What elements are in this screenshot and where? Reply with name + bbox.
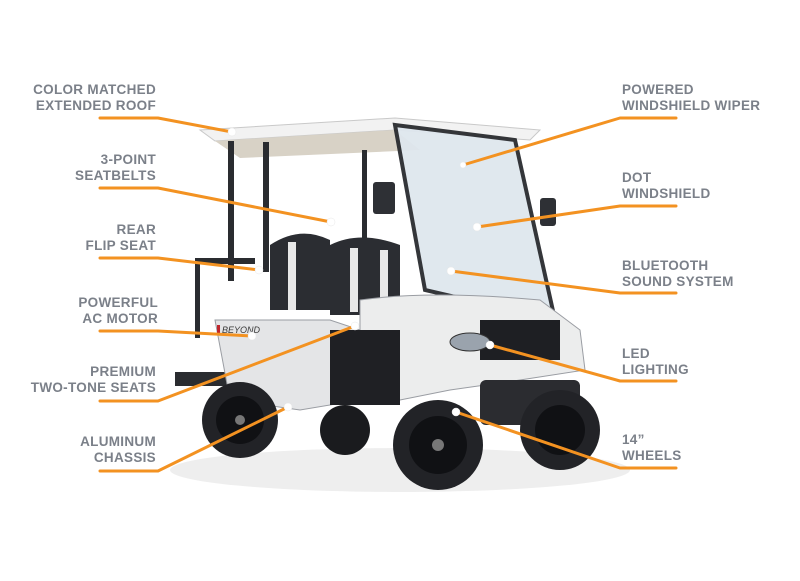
seats-marker-dot [350, 321, 360, 331]
callout-line2: WINDSHIELD WIPER [622, 97, 761, 113]
callout-line2: WHEELS [622, 447, 682, 463]
chassis-marker-dot [283, 402, 293, 412]
callout-line1: COLOR MATCHED [33, 82, 156, 97]
callout-line2: AC MOTOR [82, 310, 158, 326]
callout-line2: TWO-TONE SEATS [30, 379, 156, 395]
callout-line1: REAR [116, 222, 156, 237]
callout-aluminum-chassis: ALUMINUM CHASSIS [80, 434, 156, 465]
callout-line2: EXTENDED ROOF [35, 97, 156, 113]
callout-line1: LED [622, 346, 650, 361]
callout-color-matched-roof: COLOR MATCHED EXTENDED ROOF [33, 82, 156, 113]
callout-powerful-ac-motor: POWERFUL AC MOTOR [78, 295, 158, 326]
callout-led-lighting: LED LIGHTING [622, 346, 689, 377]
roof-marker-dot [227, 127, 237, 137]
sound-marker-dot [446, 266, 456, 276]
callout-line2: FLIP SEAT [85, 237, 156, 253]
callout-line2: LIGHTING [622, 361, 689, 377]
callout-line2: SOUND SYSTEM [622, 273, 734, 289]
windshield-marker-dot [472, 222, 482, 232]
seatbelt-marker-dot [326, 217, 336, 227]
callout-line1: POWERFUL [78, 295, 158, 310]
callout-line2: CHASSIS [93, 449, 156, 465]
callout-line1: DOT [622, 170, 652, 185]
motor-marker-dot [247, 331, 257, 341]
svg-text:BEYOND: BEYOND [222, 325, 261, 335]
callout-14-inch-wheels: 14” WHEELS [622, 432, 682, 463]
callout-rear-flip-seat: REAR FLIP SEAT [86, 222, 156, 253]
callout-dot-windshield: DOT WINDSHIELD [622, 170, 711, 201]
wheel-marker-dot [451, 407, 461, 417]
flip-seat-marker-dot [254, 265, 264, 275]
callout-premium-two-tone-seats: PREMIUM TWO-TONE SEATS [31, 364, 156, 395]
callout-3-point-seatbelts: 3-POINT SEATBELTS [75, 152, 156, 183]
callout-line2: SEATBELTS [75, 167, 156, 183]
led-marker-dot [485, 340, 495, 350]
callout-line1: BLUETOOTH [622, 258, 709, 273]
callout-line1: POWERED [622, 82, 694, 97]
callout-line2: WINDSHIELD [622, 185, 711, 201]
callout-powered-windshield-wiper: POWERED WINDSHIELD WIPER [622, 82, 760, 113]
callout-bluetooth-sound-system: BLUETOOTH SOUND SYSTEM [622, 258, 734, 289]
callout-line1: 14” [622, 432, 645, 447]
callout-line1: PREMIUM [90, 364, 156, 379]
callout-line1: ALUMINUM [80, 434, 156, 449]
wiper-marker-dot [459, 161, 467, 169]
callout-line1: 3-POINT [100, 152, 156, 167]
